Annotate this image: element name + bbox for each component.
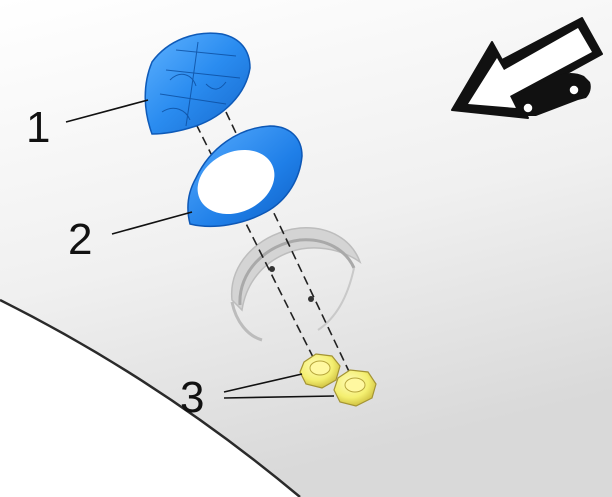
panel-recess [230,227,362,342]
callout-number-1: 1 [26,103,50,152]
nut-part [299,353,341,389]
panel-edge [0,298,301,497]
arrow-with-car-icon [451,17,603,119]
leader-lines [65,99,335,399]
nut-part [333,369,377,407]
seal-hole [197,149,275,215]
car-silhouette [515,73,591,116]
mount-hole [308,296,314,302]
mount-hole [269,266,275,272]
callout-number-3: 3 [180,373,204,422]
crest-part [144,32,251,135]
seal-part [187,125,303,228]
callout-number-2: 2 [68,215,92,264]
